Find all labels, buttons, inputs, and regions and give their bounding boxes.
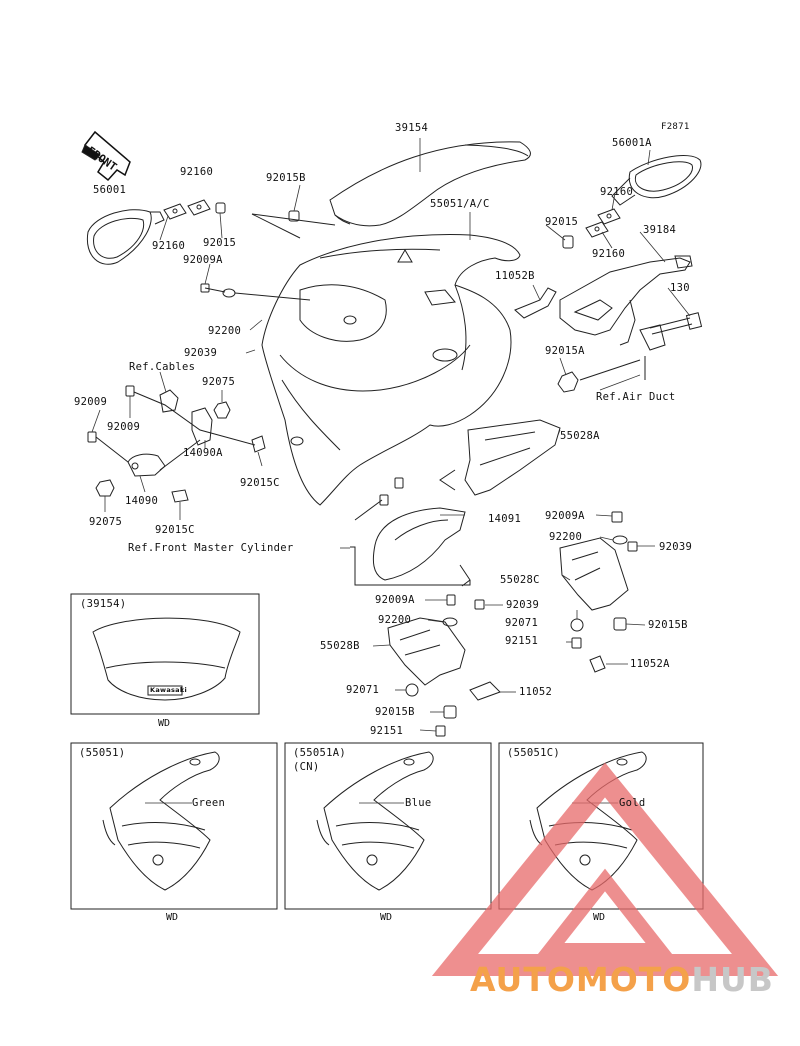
ref-cables-label: Ref.Cables bbox=[129, 361, 196, 373]
part-label-92071-low: 92071 bbox=[346, 684, 380, 696]
variant-cowl-green bbox=[102, 751, 220, 891]
part-label-55028B: 55028B bbox=[320, 640, 360, 652]
watermark-brand-part1: AUTOMOTO bbox=[470, 960, 692, 999]
part-label-92015B-right: 92015B bbox=[648, 619, 688, 631]
part-label-92015A: 92015A bbox=[545, 345, 585, 357]
part-label-92039-low: 92039 bbox=[506, 599, 540, 611]
part-label-92009A-low: 92009A bbox=[375, 594, 415, 606]
part-label-55028C: 55028C bbox=[500, 574, 540, 586]
variant-color-blue: Blue bbox=[405, 797, 432, 809]
part-label-14090: 14090 bbox=[125, 495, 159, 507]
part-label-11052B: 11052B bbox=[495, 270, 535, 282]
windshield-panel-title: (39154) bbox=[80, 598, 127, 610]
variant-footer-green: WD bbox=[166, 912, 179, 923]
part-label-92200-left: 92200 bbox=[208, 325, 242, 337]
part-label-92160: 92160 bbox=[180, 166, 214, 178]
left-mirror bbox=[86, 209, 165, 265]
left-bracket-parts bbox=[87, 385, 266, 503]
part-label-92160-right: 92160 bbox=[600, 186, 634, 198]
windshield-logo: Kawasaki bbox=[150, 686, 188, 694]
right-mirror bbox=[611, 155, 702, 206]
part-label-92009A-top: 92009A bbox=[183, 254, 223, 266]
part-label-92075-bottom: 92075 bbox=[89, 516, 123, 528]
variant-footer-gold: WD bbox=[593, 912, 606, 923]
part-label-56001A: 56001A bbox=[612, 137, 652, 149]
part-label-55028A: 55028A bbox=[560, 430, 600, 442]
watermark-triangle-icon bbox=[431, 762, 779, 976]
part-label-92200-low: 92200 bbox=[378, 614, 412, 626]
upper-cowling bbox=[261, 234, 521, 506]
part-label-92015B-low: 92015B bbox=[375, 706, 415, 718]
part-label-11052: 11052 bbox=[519, 686, 553, 698]
part-label-92039-left: 92039 bbox=[184, 347, 218, 359]
variant-panel-blue bbox=[284, 742, 492, 910]
bolt-130 bbox=[649, 312, 703, 335]
right-inner-cover bbox=[439, 419, 561, 496]
part-label-92009-b: 92009 bbox=[107, 421, 141, 433]
part-label-92075-top: 92075 bbox=[202, 376, 236, 388]
variant-title-green: (55051) bbox=[79, 747, 126, 759]
windshield-inset-panel bbox=[70, 593, 260, 715]
part-label-55051AC: 55051/A/C bbox=[430, 198, 490, 210]
part-label-92009A-mid: 92009A bbox=[545, 510, 585, 522]
variant-footer-blue: WD bbox=[380, 912, 393, 923]
part-label-14091: 14091 bbox=[488, 513, 522, 525]
part-label-92015-left: 92015 bbox=[203, 237, 237, 249]
part-label-14090A: 14090A bbox=[183, 447, 223, 459]
ref-front-master-cylinder-label: Ref.Front Master Cylinder bbox=[128, 542, 294, 554]
part-label-92160-left: 92160 bbox=[152, 240, 186, 252]
watermark-brand-part2: HUB bbox=[691, 960, 774, 999]
part-label-39184: 39184 bbox=[643, 224, 677, 236]
cowling-stay-bracket bbox=[559, 255, 693, 351]
variant-color-green: Green bbox=[192, 797, 226, 809]
figure-code: F2871 bbox=[661, 122, 690, 132]
windshield-inset-drawing bbox=[92, 617, 241, 701]
left-mirror-washers bbox=[163, 199, 226, 220]
windshield-panel-footer: WD bbox=[158, 718, 171, 729]
variant-title-blue: (55051A) bbox=[293, 747, 346, 759]
variant-title-gold: (55051C) bbox=[507, 747, 560, 759]
part-label-92200-right: 92200 bbox=[549, 531, 583, 543]
variant-subtitle-blue: (CN) bbox=[293, 761, 320, 773]
part-label-92015-right: 92015 bbox=[545, 216, 579, 228]
part-label-92039-right: 92039 bbox=[659, 541, 693, 553]
ref-air-duct-label: Ref.Air Duct bbox=[596, 391, 676, 403]
watermark-brand: AUTOMOTOHUB bbox=[470, 960, 774, 999]
part-label-92160-right2: 92160 bbox=[592, 248, 626, 260]
part-label-56001: 56001 bbox=[93, 184, 127, 196]
windscreen bbox=[329, 141, 531, 227]
part-label-92009-a: 92009 bbox=[74, 396, 108, 408]
part-label-130: 130 bbox=[670, 282, 690, 294]
part-label-92151-right: 92151 bbox=[505, 635, 539, 647]
part-label-11052A: 11052A bbox=[630, 658, 670, 670]
part-label-39154: 39154 bbox=[395, 122, 429, 134]
right-mirror-washers bbox=[562, 208, 621, 249]
variant-panel-gold bbox=[498, 742, 704, 910]
part-label-92151-low: 92151 bbox=[370, 725, 404, 737]
part-label-92071-right: 92071 bbox=[505, 617, 539, 629]
part-label-92015B: 92015B bbox=[266, 172, 306, 184]
variant-color-gold: Gold bbox=[619, 797, 646, 809]
front-arrow-icon bbox=[81, 130, 131, 182]
part-label-92015C-a: 92015C bbox=[240, 477, 280, 489]
front-cover bbox=[372, 477, 471, 587]
variant-cowl-blue bbox=[316, 751, 434, 891]
part-label-92015C-b: 92015C bbox=[155, 524, 195, 536]
variant-panel-green bbox=[70, 742, 278, 910]
